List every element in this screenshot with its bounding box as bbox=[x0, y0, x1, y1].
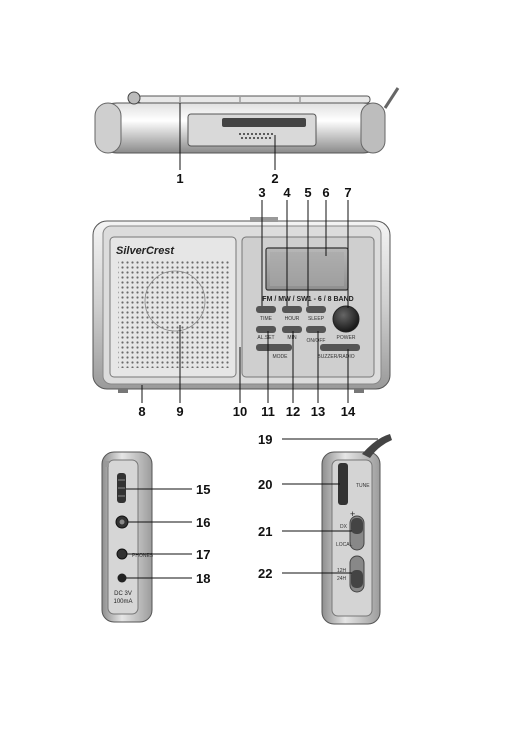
wrist-strap bbox=[362, 434, 392, 458]
buzzer-label: BUZZER/RADIO bbox=[317, 354, 354, 360]
dx-label: DX bbox=[340, 524, 348, 530]
dx-local-switch[interactable] bbox=[351, 518, 363, 534]
foot-right bbox=[354, 389, 364, 393]
left-side-clip bbox=[104, 461, 109, 467]
top-view bbox=[95, 88, 398, 153]
callout-12: 12 bbox=[286, 404, 300, 419]
callout-4: 4 bbox=[283, 185, 291, 200]
tune-label: TUNE bbox=[356, 483, 370, 489]
right-side-view: TUNE + DX LOCAL 12H 24H bbox=[322, 434, 392, 624]
mode-label: MODE bbox=[273, 354, 289, 360]
callout-7: 7 bbox=[344, 185, 351, 200]
time-label: TIME bbox=[260, 316, 273, 322]
callout-8: 8 bbox=[138, 404, 145, 419]
callout-16: 16 bbox=[196, 515, 210, 530]
hour-format-switch[interactable] bbox=[351, 570, 363, 588]
callout-19: 19 bbox=[258, 432, 272, 447]
min-label: MIN bbox=[287, 335, 297, 341]
callout-13: 13 bbox=[311, 404, 325, 419]
callout-10: 10 bbox=[233, 404, 247, 419]
front-view: SilverCrest FM / MW / SW1 - 6 / 8 BAND T… bbox=[93, 217, 390, 393]
front-top-clip bbox=[250, 217, 278, 222]
callout-3: 3 bbox=[258, 185, 265, 200]
dc-current-label: 100mA bbox=[113, 599, 132, 605]
on-off-button[interactable] bbox=[306, 326, 326, 333]
local-label: LOCAL bbox=[336, 542, 353, 548]
time-button[interactable] bbox=[256, 306, 276, 313]
callout-6: 6 bbox=[322, 185, 329, 200]
min-button[interactable] bbox=[282, 326, 302, 333]
callout-14: 14 bbox=[341, 404, 356, 419]
al-set-label: AL.SET bbox=[257, 335, 274, 341]
callout-1: 1 bbox=[176, 171, 183, 186]
left-side-view: PHONES DC 3V 100mA bbox=[102, 452, 154, 622]
callout-15: 15 bbox=[196, 482, 210, 497]
foot-left bbox=[118, 389, 128, 393]
hour-button[interactable] bbox=[282, 306, 302, 313]
phones-jack[interactable] bbox=[117, 549, 127, 559]
telescopic-antenna bbox=[138, 96, 370, 103]
callout-9: 9 bbox=[176, 404, 183, 419]
on-off-label: ON/OFF bbox=[307, 338, 326, 344]
hour-label: HOUR bbox=[285, 316, 300, 322]
callout-20: 20 bbox=[258, 477, 272, 492]
sleep-label: SLEEP bbox=[308, 316, 325, 322]
top-end-right bbox=[361, 103, 385, 153]
callout-11: 11 bbox=[261, 404, 275, 419]
dc-in-jack[interactable] bbox=[118, 574, 127, 583]
power-knob[interactable] bbox=[333, 306, 359, 332]
brand-logo: SilverCrest bbox=[116, 245, 175, 257]
callout-2: 2 bbox=[271, 171, 278, 186]
antenna-slot bbox=[222, 118, 306, 127]
h24-label: 24H bbox=[337, 576, 347, 582]
callout-17: 17 bbox=[196, 547, 210, 562]
antenna-pivot bbox=[128, 92, 140, 104]
al-set-button[interactable] bbox=[256, 326, 276, 333]
callout-22: 22 bbox=[258, 566, 272, 581]
speaker-grill bbox=[118, 260, 230, 368]
callout-5: 5 bbox=[304, 185, 311, 200]
dc-voltage-label: DC 3V bbox=[114, 591, 132, 597]
buzzer-radio-switch[interactable] bbox=[320, 344, 360, 351]
power-label: POWER bbox=[337, 335, 356, 341]
wrist-strap-top bbox=[385, 88, 398, 108]
sleep-button[interactable] bbox=[306, 306, 326, 313]
callout-21: 21 bbox=[258, 524, 272, 539]
top-end-left bbox=[95, 103, 121, 153]
mode-button[interactable] bbox=[256, 344, 292, 351]
callout-18: 18 bbox=[196, 571, 210, 586]
